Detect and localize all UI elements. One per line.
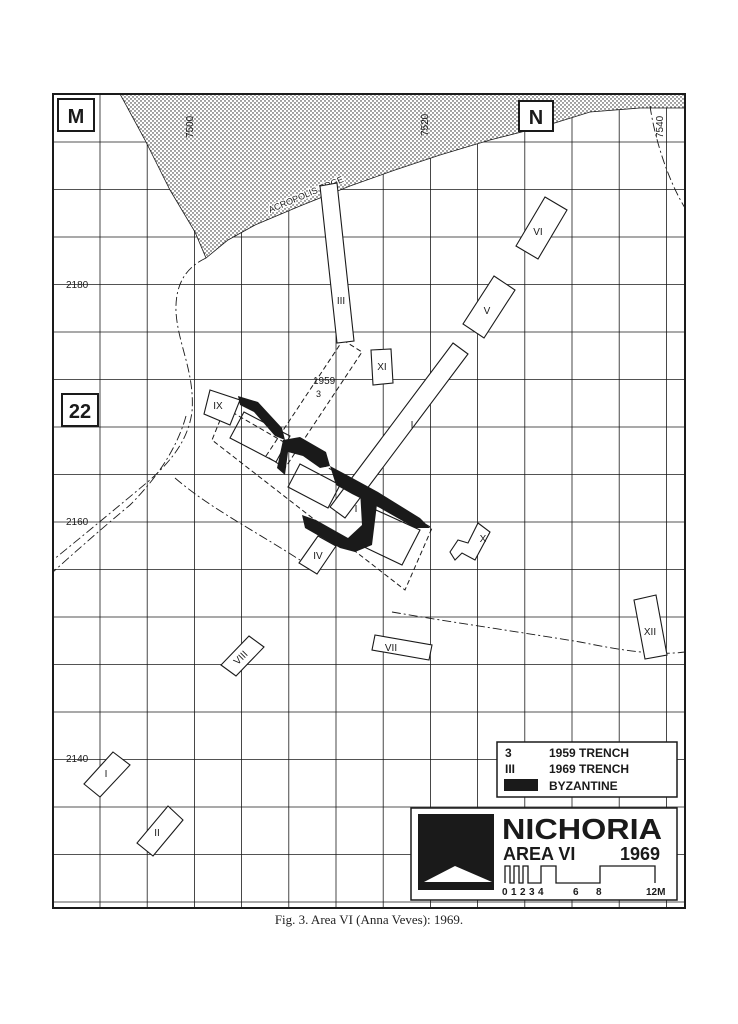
- trench-ii-label: II: [154, 828, 160, 839]
- site-name: NICHORIA: [502, 814, 662, 846]
- trench-x: [449, 522, 491, 561]
- legend-byzantine-swatch: [504, 779, 538, 791]
- scale-tick-3: 3: [529, 887, 535, 898]
- year-label: 1969: [620, 844, 660, 864]
- sheet-n-label: N: [529, 107, 543, 129]
- trench-vi-label: VI: [533, 227, 542, 238]
- square-22-box: [61, 393, 99, 427]
- sheet-m-label: M: [68, 106, 85, 128]
- trench-i-long: [329, 342, 469, 519]
- trench-ii: [136, 805, 184, 857]
- easting-7520: 7520: [420, 113, 431, 136]
- northing-2140: 2140: [66, 754, 89, 765]
- scale-bar: [504, 865, 656, 884]
- title-block: NICHORIA AREA VI 1969 0 1 2 3 4 6 8 12M: [410, 807, 678, 901]
- scale-tick-8: 8: [596, 887, 602, 898]
- trench-xii: [633, 594, 668, 660]
- northing-2180: 2180: [66, 280, 89, 291]
- trench-inner-2: [287, 463, 341, 509]
- scale-tick-12m: 12M: [646, 887, 665, 898]
- northing-2160: 2160: [66, 517, 89, 528]
- figure-caption: Fig. 3. Area VI (Anna Veves): 1969.: [274, 912, 464, 927]
- trench-xi: [370, 348, 394, 386]
- trench-i-small-label: I: [105, 769, 108, 780]
- legend-key-1959: 3: [505, 746, 512, 760]
- map-frame: [52, 93, 686, 909]
- easting-7540: 7540: [655, 115, 666, 138]
- trench-xii-label: XII: [644, 627, 656, 638]
- scale-tick-6: 6: [573, 887, 579, 898]
- trench-i-small: [83, 751, 131, 798]
- trench-xi-label: XI: [377, 362, 386, 373]
- trench-vii-label: VII: [385, 643, 397, 654]
- trench-x-label: X: [480, 534, 487, 545]
- sheet-m-box: [57, 98, 95, 132]
- trench-iv-label: IV: [313, 551, 323, 562]
- trenches-1969: [83, 182, 668, 857]
- year-1959-label: 1959: [313, 376, 336, 387]
- square-22-label: 22: [69, 401, 91, 423]
- trench-iii-label: III: [337, 296, 345, 307]
- legend-label-1959: 1959 TRENCH: [549, 746, 629, 760]
- scale-tick-0: 0: [502, 887, 508, 898]
- trench-iv: [298, 535, 337, 575]
- trench-i-inner-label: I: [355, 504, 358, 515]
- trench-ix-label: IX: [213, 401, 223, 412]
- trench-v: [462, 275, 516, 339]
- legend-key-1969: III: [505, 762, 515, 776]
- trench-ix: [203, 389, 241, 426]
- trench-i-label: I: [411, 420, 414, 431]
- legend: 3 1959 TRENCH III 1969 TRENCH BYZANTINE: [496, 741, 678, 798]
- north-arrow-icon: [424, 866, 492, 882]
- sheet-n-box: [518, 100, 554, 132]
- scale-tick-1: 1: [511, 887, 517, 898]
- trench-viii: [220, 635, 265, 677]
- trench-v-label: V: [484, 306, 491, 317]
- trench-iii: [319, 182, 355, 344]
- scale-tick-4: 4: [538, 887, 544, 898]
- trench-vii: [371, 634, 433, 661]
- area-label: AREA VI: [503, 844, 575, 864]
- legend-label-1969: 1969 TRENCH: [549, 762, 629, 776]
- trench-3-label: 3: [316, 389, 321, 399]
- excavation-outline: [211, 407, 433, 591]
- easting-7500: 7500: [185, 115, 196, 138]
- acropolis-area: [119, 94, 685, 259]
- trench-vi: [515, 196, 568, 260]
- legend-label-byzantine: BYZANTINE: [549, 779, 618, 793]
- scale-tick-2: 2: [520, 887, 526, 898]
- byzantine-walls: [238, 396, 430, 552]
